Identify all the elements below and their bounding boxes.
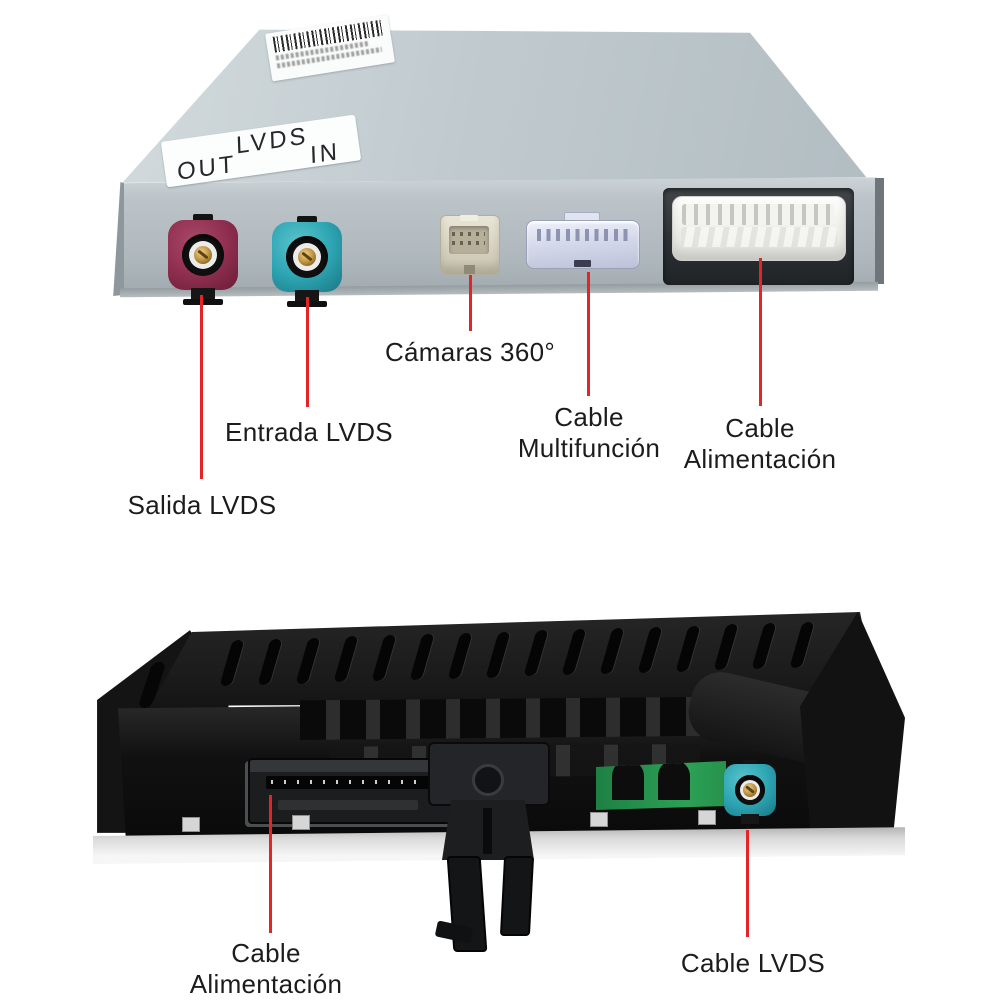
display-green-pcb xyxy=(596,761,726,810)
box-right-edge xyxy=(875,178,884,284)
fakra-connector-display-lvds xyxy=(722,760,778,826)
callout-label-entrada-lvds: Entrada LVDS xyxy=(225,417,393,447)
mount-tab xyxy=(590,812,608,827)
mount-tab xyxy=(292,815,310,830)
vent-slot xyxy=(409,634,435,680)
mount-tab xyxy=(182,817,200,832)
vent-slot xyxy=(713,624,739,671)
vent-slot xyxy=(295,637,321,684)
display-mount-bracket xyxy=(420,738,555,952)
vent-slot xyxy=(751,623,777,670)
mount-tab xyxy=(698,810,716,825)
bracket-screw-hole xyxy=(472,764,504,796)
vent-slot xyxy=(219,640,245,686)
callout-label-camaras-360: Cámaras 360° xyxy=(384,337,556,367)
callout-line-camaras-360 xyxy=(469,275,472,331)
vent-slot xyxy=(561,629,587,676)
vent-slot xyxy=(257,638,283,685)
callout-label-cable-multifuncion: Cable Multifunción xyxy=(517,402,661,463)
vent-slot xyxy=(485,631,511,678)
vent-slot xyxy=(333,636,359,683)
callout-label-cable-alimentacion: Cable Alimentación xyxy=(683,413,837,474)
callout-line-entrada-lvds xyxy=(306,297,309,407)
lvds-label-in: IN xyxy=(309,137,341,170)
callout-label-cable-lvds: Cable LVDS xyxy=(680,948,826,978)
callout-line-cable-alimentacion xyxy=(759,258,762,406)
power-connector xyxy=(672,196,846,261)
vent-slot xyxy=(447,632,473,679)
fakra-connector-lvds-in xyxy=(269,216,345,308)
power-connector-recess xyxy=(663,188,854,285)
camera-360-connector xyxy=(440,215,500,275)
fakra-connector-lvds-out xyxy=(165,214,241,306)
callout-line-salida-lvds xyxy=(200,295,203,479)
vent-slot xyxy=(789,622,815,668)
callout-line-cable-alimentacion-bottom xyxy=(269,795,272,933)
callout-label-cable-alimentacion-bottom: Cable Alimentación xyxy=(189,938,343,999)
vent-slot xyxy=(523,630,549,677)
callout-label-salida-lvds: Salida LVDS xyxy=(127,490,277,520)
vent-slot xyxy=(371,635,397,682)
box-left-edge xyxy=(113,182,124,296)
callout-line-cable-multifuncion xyxy=(587,272,590,396)
multifunction-connector xyxy=(526,212,640,270)
vent-slot xyxy=(599,628,625,674)
vent-slot xyxy=(637,626,663,673)
display-power-socket xyxy=(248,758,457,824)
vent-slot xyxy=(675,625,701,672)
callout-line-cable-lvds xyxy=(746,830,749,937)
